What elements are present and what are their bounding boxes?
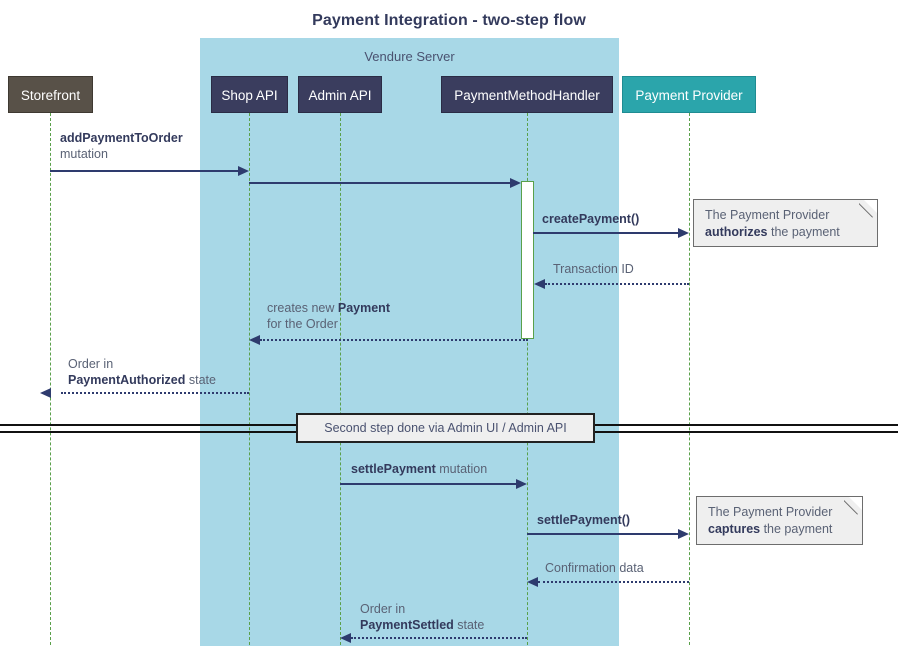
message-line-shop-api-to-handler <box>249 182 510 184</box>
message-label-order-payment-authorized: Order in PaymentAuthorized state <box>68 356 216 388</box>
activation-bar-handler <box>521 181 534 339</box>
note-authorizes: The Payment Provider authorizes the paym… <box>693 199 878 247</box>
lifeline-provider <box>689 113 690 645</box>
message-label-creates-new-payment: creates new Payment for the Order <box>267 300 390 332</box>
message-line-add-payment-to-order <box>50 170 238 172</box>
message-label-settle-payment-mutation-plain: mutation <box>435 462 488 476</box>
message-line-settle-payment-mutation <box>340 483 516 485</box>
arrow-head-confirmation-data <box>527 577 538 587</box>
message-label-add-payment-to-order-plain: mutation <box>60 147 108 161</box>
arrow-head-shop-api-to-handler <box>510 178 521 188</box>
participant-label-payment-method-handler: PaymentMethodHandler <box>454 88 600 103</box>
arrow-head-transaction-id <box>534 279 545 289</box>
arrow-head-add-payment-to-order <box>238 166 249 176</box>
note-captures-line2-plain: the payment <box>760 522 833 536</box>
message-label-settle-payment-mutation-bold: settlePayment <box>351 462 436 476</box>
lifeline-handler <box>527 113 528 645</box>
participant-payment-provider[interactable]: Payment Provider <box>622 76 756 113</box>
message-label-settle-payment-call-bold: settlePayment() <box>537 513 631 527</box>
arrow-head-creates-new-payment <box>249 335 260 345</box>
divider-label-second-step: Second step done via Admin UI / Admin AP… <box>296 413 595 443</box>
note-authorizes-line2-plain: the payment <box>767 225 840 239</box>
message-line-transaction-id <box>545 283 689 285</box>
message-label-transaction-id-plain: Transaction ID <box>553 262 634 276</box>
arrow-head-order-payment-authorized <box>40 388 51 398</box>
participant-label-shop-api: Shop API <box>221 88 278 103</box>
participant-admin-api[interactable]: Admin API <box>298 76 382 113</box>
participant-label-admin-api: Admin API <box>308 88 372 103</box>
participant-label-payment-provider: Payment Provider <box>635 88 743 103</box>
note-captures: The Payment Provider captures the paymen… <box>696 496 863 545</box>
divider-label-text: Second step done via Admin UI / Admin AP… <box>324 421 567 435</box>
message-label-add-payment-to-order: addPaymentToOrder mutation <box>60 130 183 162</box>
message-line-order-payment-settled <box>351 637 527 639</box>
message-label-order-payment-settled-l1: Order in <box>360 602 406 616</box>
note-fold-edge-icon <box>859 199 878 218</box>
message-label-settle-payment-mutation: settlePayment mutation <box>351 461 487 477</box>
message-line-creates-new-payment <box>260 339 528 341</box>
message-line-confirmation-data <box>538 581 689 583</box>
message-label-create-payment: createPayment() <box>542 211 639 227</box>
participant-shop-api[interactable]: Shop API <box>211 76 288 113</box>
group-label-vendure-server: Vendure Server <box>364 49 455 64</box>
arrow-head-settle-payment-mutation <box>516 479 527 489</box>
group-box-vendure-server <box>200 38 619 646</box>
message-label-transaction-id: Transaction ID <box>553 261 634 277</box>
lifeline-storefront <box>50 113 51 645</box>
message-label-order-payment-authorized-l2-plain: state <box>185 373 216 387</box>
note-captures-line2-bold: captures <box>708 522 761 536</box>
message-label-create-payment-bold: createPayment() <box>542 212 640 226</box>
message-label-creates-new-payment-l1-plain: creates new <box>267 301 338 315</box>
message-label-order-payment-authorized-l1: Order in <box>68 357 114 371</box>
lifeline-shop-api <box>249 113 250 645</box>
message-line-settle-payment-call <box>527 533 678 535</box>
page-title: Payment Integration - two-step flow <box>312 12 586 29</box>
participant-label-storefront: Storefront <box>20 88 81 103</box>
note-fold-edge-icon <box>844 496 863 515</box>
note-authorizes-line2-bold: authorizes <box>705 225 768 239</box>
message-label-add-payment-to-order-bold: addPaymentToOrder <box>60 131 183 145</box>
message-label-order-payment-settled: Order in PaymentSettled state <box>360 601 484 633</box>
lifeline-admin-api <box>340 113 341 645</box>
message-label-order-payment-settled-l2-plain: state <box>453 618 485 632</box>
note-authorizes-line1: The Payment Provider <box>705 208 830 222</box>
message-line-order-payment-authorized <box>61 392 249 394</box>
message-label-order-payment-settled-l2-bold: PaymentSettled <box>360 618 454 632</box>
message-label-confirmation-data: Confirmation data <box>545 560 644 576</box>
note-captures-line1: The Payment Provider <box>708 505 833 519</box>
participant-payment-method-handler[interactable]: PaymentMethodHandler <box>441 76 613 113</box>
arrow-head-settle-payment-call <box>678 529 689 539</box>
message-label-confirmation-data-plain: Confirmation data <box>545 561 644 575</box>
message-label-creates-new-payment-l1-bold: Payment <box>337 301 390 315</box>
message-label-creates-new-payment-l2-plain: for the Order <box>267 317 338 331</box>
participant-storefront[interactable]: Storefront <box>8 76 93 113</box>
message-label-settle-payment-call: settlePayment() <box>537 512 630 528</box>
message-line-create-payment <box>533 232 678 234</box>
arrow-head-create-payment <box>678 228 689 238</box>
arrow-head-order-payment-settled <box>340 633 351 643</box>
message-label-order-payment-authorized-l2-bold: PaymentAuthorized <box>68 373 186 387</box>
